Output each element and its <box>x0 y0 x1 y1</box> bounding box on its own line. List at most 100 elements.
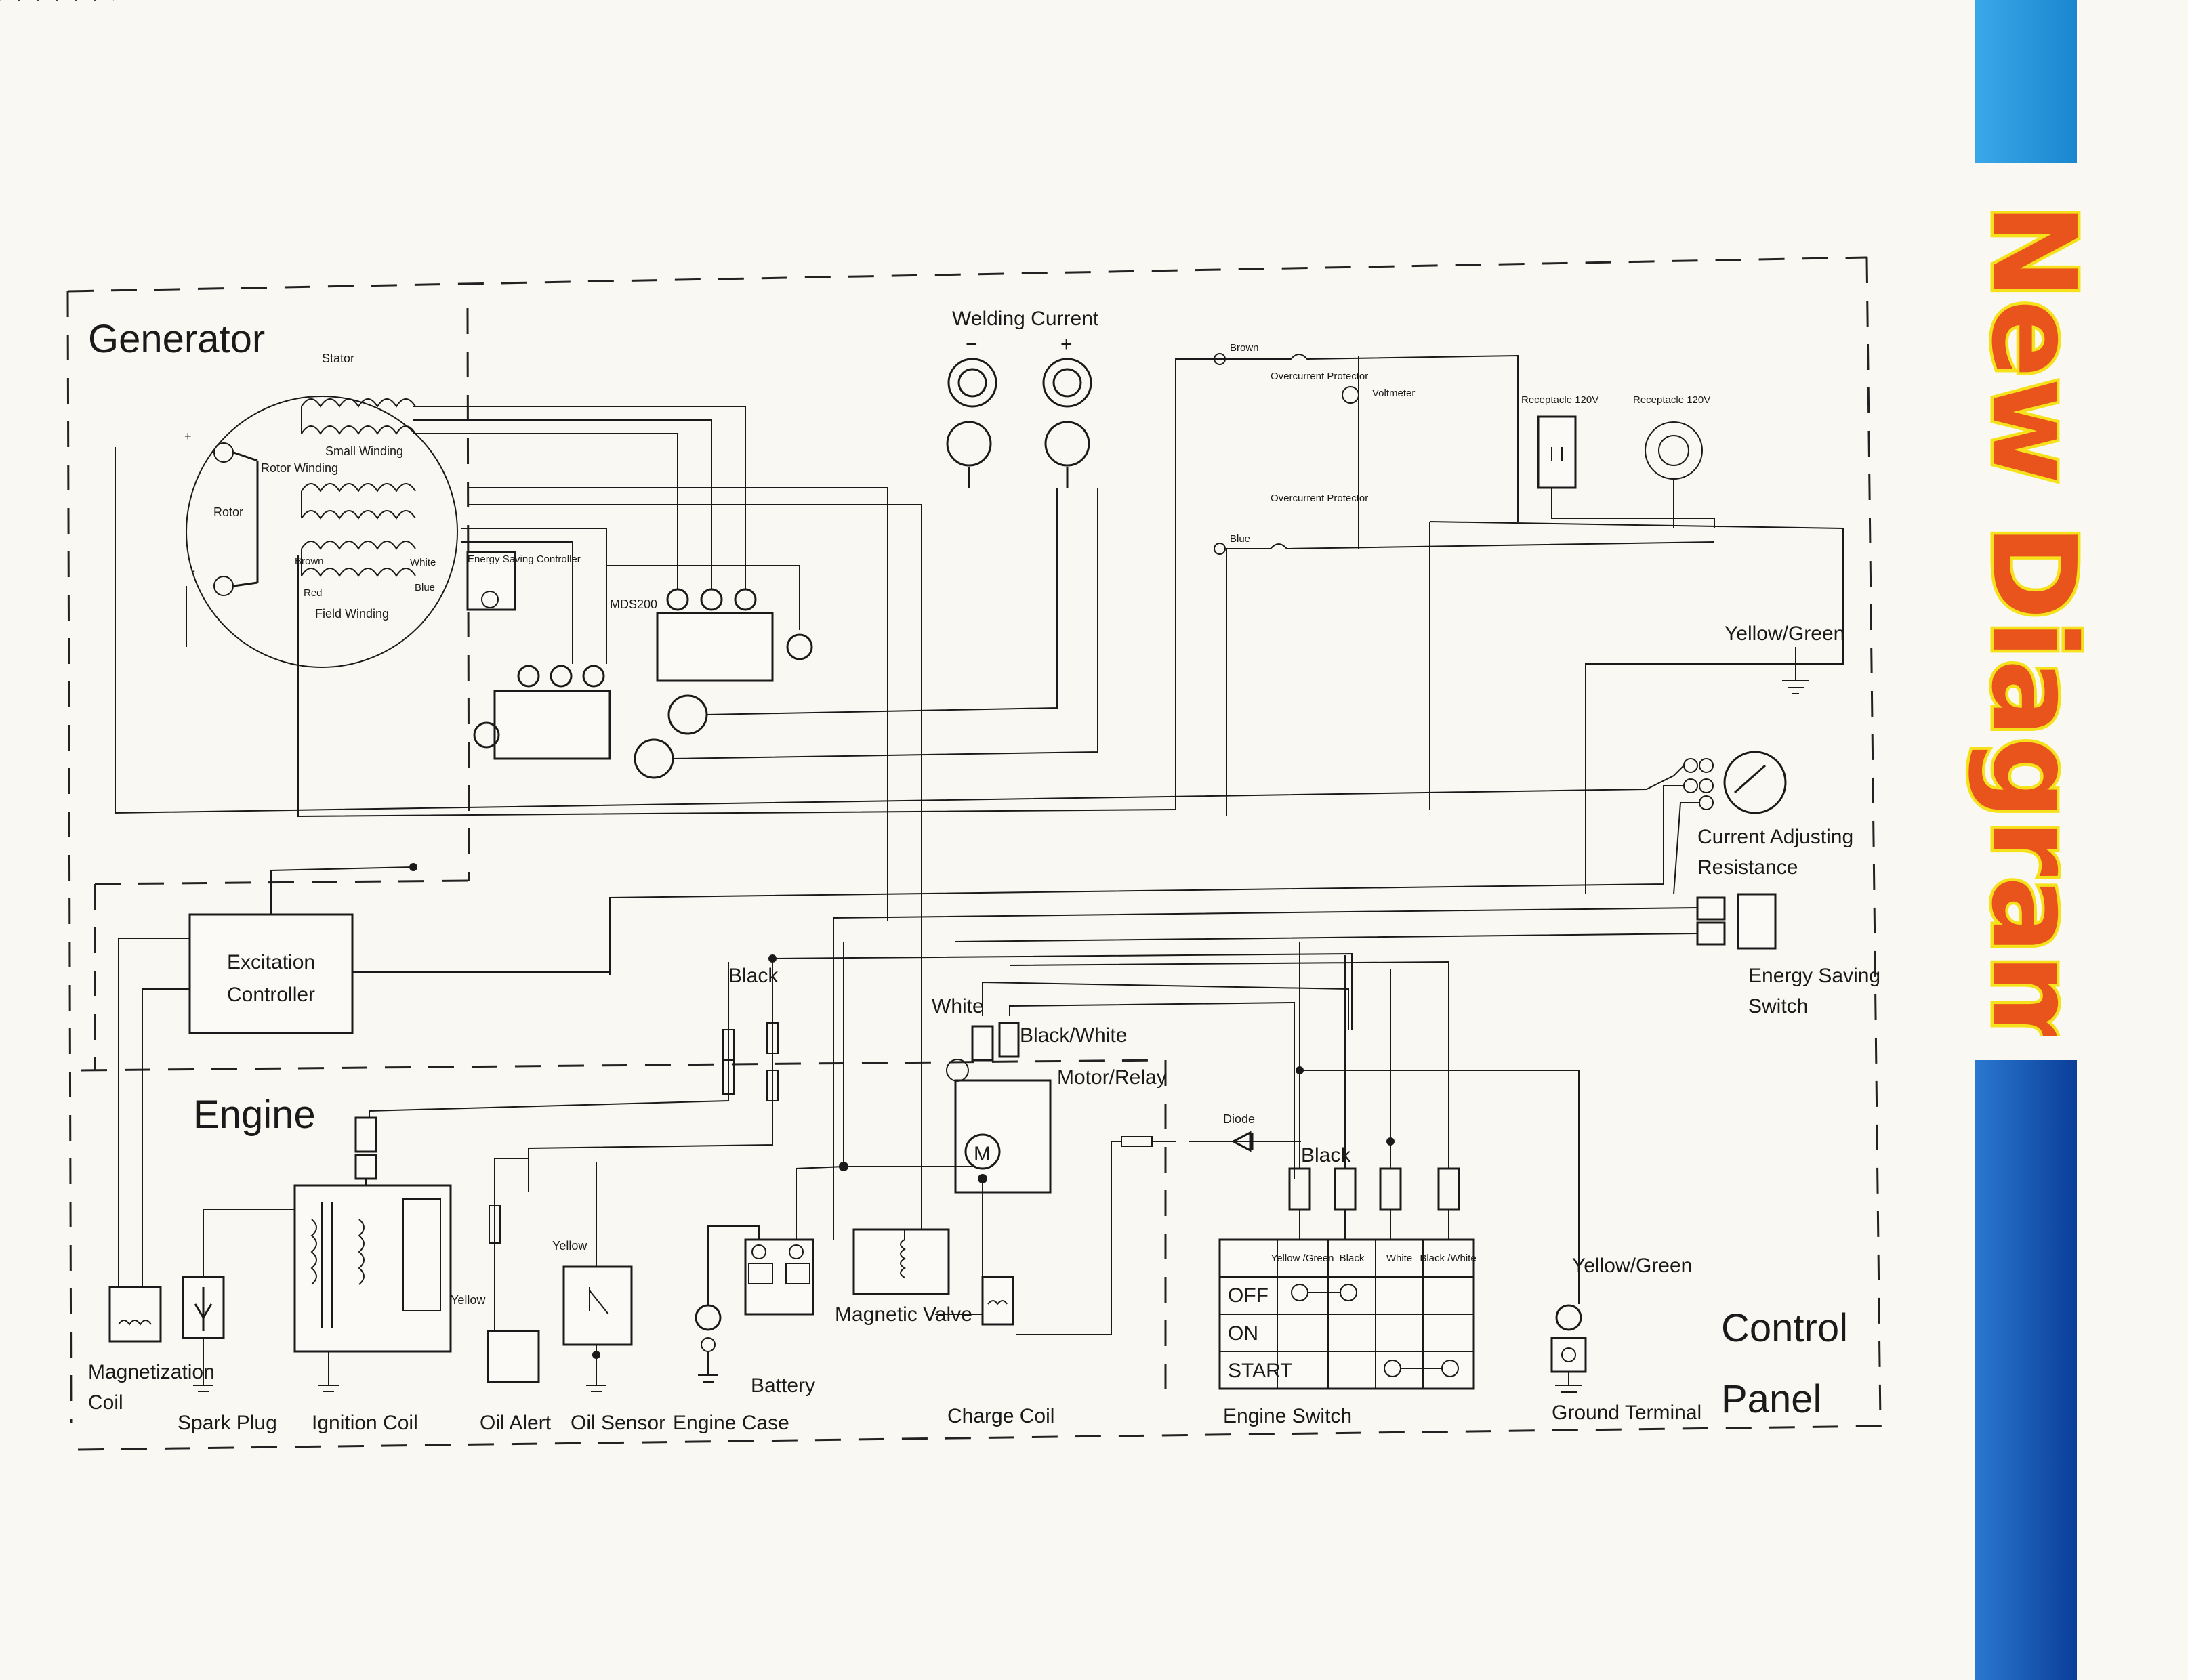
ground-terminal-label: Ground Terminal <box>1552 1402 1701 1424</box>
control-panel-top: Brown Blue Overcurrent Protector Overcur… <box>1175 342 1844 894</box>
current-adjusting-label-line2: Resistance <box>1697 856 1798 879</box>
oil-alert-label: Oil Alert <box>480 1412 552 1434</box>
oil-alert: Yellow Oil Alert <box>451 1158 552 1434</box>
rectifier-block-lower <box>493 690 611 760</box>
motor-symbol <box>964 1133 1001 1170</box>
battery: Battery <box>708 942 972 1397</box>
generator-section-label: Generator <box>88 317 265 361</box>
engine-section-label: Engine <box>193 1093 316 1137</box>
red-wire-label: Red <box>304 587 323 599</box>
switch-row-2: START <box>1228 1360 1293 1382</box>
oil-sensor-label: Oil Sensor <box>571 1412 665 1434</box>
oil-sensor: Yellow Oil Sensor <box>552 1162 665 1434</box>
region-boundaries <box>66 256 1884 1451</box>
yellow-green-terminal-label: Yellow/Green <box>1572 1255 1692 1277</box>
spark-plug: Spark Plug <box>178 1209 318 1434</box>
rotor-minus-label: - <box>191 564 195 577</box>
magnetization-coil-label-line1: Magnetization <box>88 1361 215 1383</box>
welding-plus-label: + <box>1060 333 1073 356</box>
magnetization-coil: Magnetization Coil <box>88 1286 215 1414</box>
magnetic-valve: Magnetic Valve <box>835 1228 972 1326</box>
switch-header-1: Black <box>1340 1253 1365 1264</box>
spark-plug-label: Spark Plug <box>178 1412 277 1434</box>
switch-row-1: ON <box>1228 1322 1258 1345</box>
ignition-coil-label: Ignition Coil <box>312 1412 418 1434</box>
energy-saving-controller <box>466 551 516 611</box>
switch-header-2: White <box>1386 1253 1412 1264</box>
starter-motor-relay: White Black/White Motor/Relay M <box>932 981 1349 1315</box>
rectifier-blocks: MDS200 <box>473 488 1098 779</box>
energy-saving-controller-label: Energy Saving Controller <box>468 553 581 565</box>
magnetization-coil-label-line2: Coil <box>88 1391 123 1414</box>
engine-case: Engine Case <box>673 1225 789 1434</box>
voltmeter-label: Voltmeter <box>1372 387 1415 399</box>
receptacle-2-label: Receptacle 120V <box>1633 394 1710 406</box>
switch-row-0: OFF <box>1228 1284 1268 1307</box>
small-winding-label: Small Winding <box>325 444 403 458</box>
oil-sensor-yellow-label: Yellow <box>552 1239 587 1253</box>
welding-minus-label: − <box>966 333 978 356</box>
energy-saving-switch-label-line1: Energy Saving <box>1748 965 1880 987</box>
field-winding-label: Field Winding <box>315 607 389 621</box>
blue-stripe-bottom <box>1975 1060 2077 1680</box>
mds200-label: MDS200 <box>610 597 657 611</box>
rotor-brush-minus <box>213 576 234 596</box>
svg-text:M: M <box>974 1143 991 1165</box>
blue-stripe-top <box>1975 0 2077 163</box>
rectifier-block-upper <box>656 612 774 682</box>
brown-wire-label: Brown <box>295 555 324 567</box>
engine-switch-label: Engine Switch <box>1223 1405 1352 1427</box>
receptacle-1-label: Receptacle 120V <box>1521 394 1598 406</box>
motor-relay-label: Motor/Relay <box>1057 1066 1167 1089</box>
blue-wire-label: Blue <box>415 582 435 593</box>
welding-terminal-plus[interactable] <box>1042 358 1092 408</box>
battery-label: Battery <box>751 1374 815 1397</box>
switch-header-0: Yellow /Green <box>1271 1253 1334 1264</box>
charge-coil-label: Charge Coil <box>947 1405 1054 1427</box>
generator-unit: Stator Small Winding Rotor Winding Rotor… <box>0 0 1674 1240</box>
diode-label: Diode <box>1223 1112 1255 1126</box>
brown-feed-label: Brown <box>1230 342 1259 354</box>
energy-saving-switch-label-line2: Switch <box>1748 995 1808 1017</box>
rotor-brush-plus <box>213 442 234 463</box>
rotor-label: Rotor <box>213 505 243 519</box>
switch-header-3: Black /White <box>1420 1253 1476 1264</box>
overcurrent-protector-2-label: Overcurrent Protector <box>1271 492 1368 504</box>
ground-terminal[interactable]: Yellow/Green Ground Terminal <box>1550 1255 1701 1424</box>
rotor-winding-label: Rotor Winding <box>261 461 338 475</box>
welding-current-label: Welding Current <box>952 308 1099 330</box>
current-adjusting-resistance[interactable]: Current Adjusting Resistance <box>609 751 1853 975</box>
excitation-label-line2: Controller <box>227 984 315 1006</box>
control-panel-label-line1: Control <box>1721 1306 1848 1350</box>
control-panel-label-line2: Panel <box>1721 1377 1821 1421</box>
welding-terminal-minus[interactable] <box>947 358 997 408</box>
white-relay-label: White <box>932 995 984 1017</box>
banner-title-text: New Diagram <box>1966 203 2088 1036</box>
black-switch-wire-label: Black <box>1301 1144 1351 1167</box>
ignition-coil: Ignition Coil <box>293 1116 452 1434</box>
energy-saving-switch[interactable]: Energy Saving Switch <box>833 893 1880 1240</box>
stator-ring <box>186 396 458 668</box>
black-white-relay-label: Black/White <box>1020 1024 1127 1047</box>
voltmeter-symbol <box>1342 386 1359 404</box>
rotor-plus-label: + <box>184 429 192 443</box>
charge-coil: Charge Coil <box>947 1276 1054 1427</box>
diode: Diode <box>1016 1112 1301 1335</box>
white-wire-label: White <box>410 557 436 568</box>
yellow-green-ground-label: Yellow/Green <box>1725 623 1844 645</box>
current-adjusting-label-line1: Current Adjusting <box>1697 826 1853 848</box>
black-wire-label: Black <box>728 965 779 987</box>
excitation-controller: Excitation Controller <box>118 863 611 1287</box>
receptacle-120v-duplex[interactable] <box>1537 415 1577 489</box>
receptacle-120v-twistlock[interactable] <box>1645 421 1703 480</box>
oil-alert-yellow-label: Yellow <box>451 1293 486 1307</box>
magnetic-valve-label: Magnetic Valve <box>835 1303 972 1326</box>
welding-terminals: Welding Current − + <box>946 308 1099 488</box>
engine-connectors: Black <box>369 952 1353 1192</box>
engine-case-label: Engine Case <box>673 1412 789 1434</box>
overcurrent-protector-1-label: Overcurrent Protector <box>1271 371 1368 382</box>
excitation-label-line1: Excitation <box>227 951 315 973</box>
banner-title: New Diagram <box>1963 201 2089 1037</box>
